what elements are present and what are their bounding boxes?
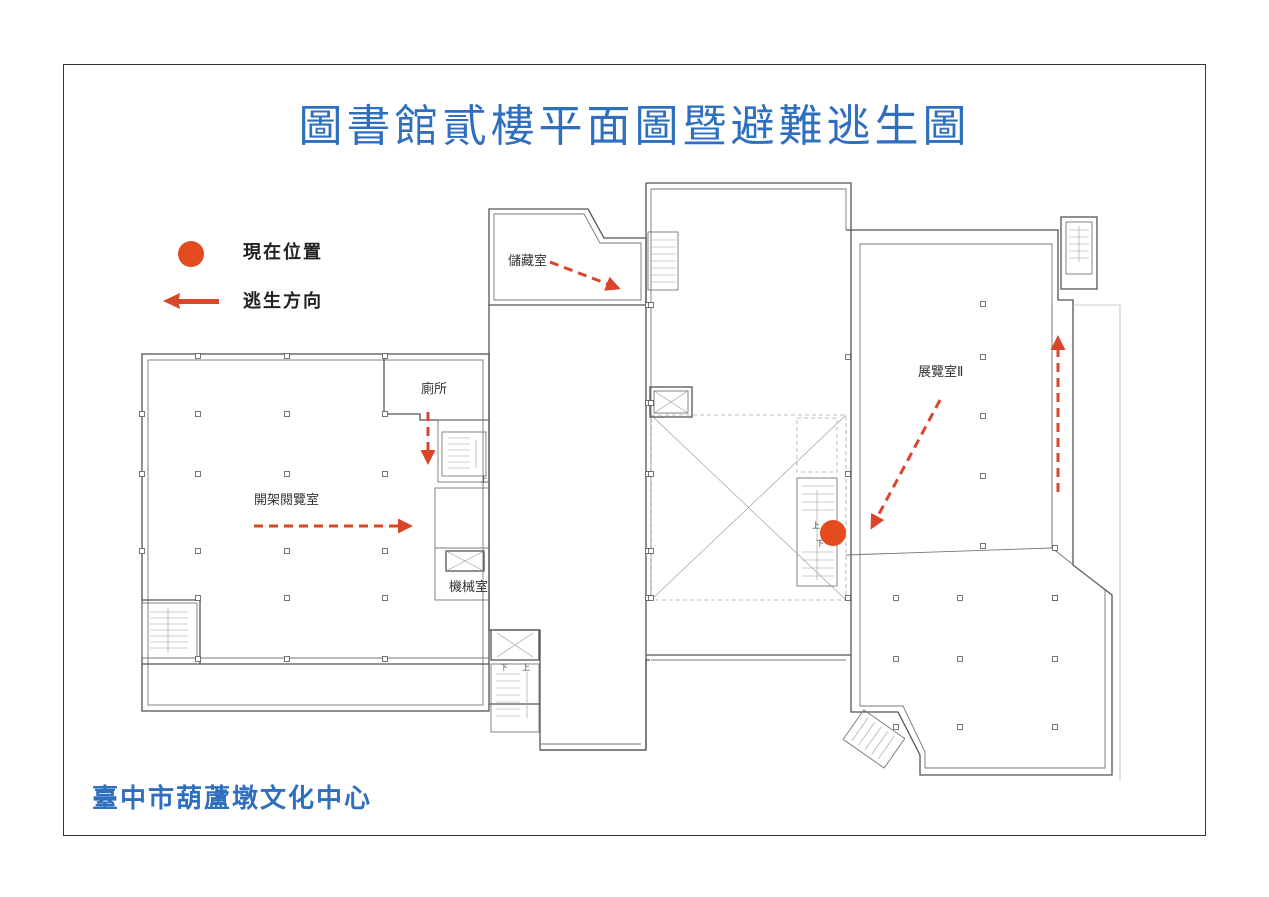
- legend-current-position: 現在位置: [243, 242, 323, 263]
- room-label-restroom: 廁所: [421, 381, 447, 397]
- map-frame: [63, 64, 1206, 836]
- structural-column: [284, 353, 290, 359]
- structural-column: [980, 413, 986, 419]
- structural-column: [284, 411, 290, 417]
- structural-column: [382, 595, 388, 601]
- structural-column: [648, 471, 654, 477]
- stair-up-label-restroom: 上: [480, 475, 488, 484]
- structural-column: [980, 543, 986, 549]
- structural-column: [382, 353, 388, 359]
- structural-column: [195, 471, 201, 477]
- footer-organization: 臺中市葫蘆墩文化中心: [92, 784, 373, 814]
- structural-column: [284, 595, 290, 601]
- structural-column: [284, 471, 290, 477]
- escape-route-exhibition: [870, 399, 942, 530]
- structural-column: [1052, 724, 1058, 730]
- structural-column: [382, 548, 388, 554]
- structural-column: [195, 595, 201, 601]
- structural-column: [648, 302, 654, 308]
- structural-column: [980, 473, 986, 479]
- stair-down-label-current: 下: [816, 539, 824, 548]
- structural-column: [980, 354, 986, 360]
- stair-up-label-bottom: 上: [522, 663, 530, 672]
- elevator-machine-room: [445, 550, 485, 572]
- structural-column: [382, 656, 388, 662]
- structural-column: [845, 471, 851, 477]
- structural-column: [195, 353, 201, 359]
- escape-route-storage: [549, 260, 621, 291]
- room-label-storage: 儲藏室: [508, 253, 547, 269]
- red-arrow-icon: [163, 293, 219, 309]
- structural-column: [980, 301, 986, 307]
- stair-bottom-center: 下 上: [490, 629, 540, 733]
- structural-column: [1052, 656, 1058, 662]
- center-wing: [488, 182, 852, 751]
- structural-column: [957, 595, 963, 601]
- structural-column: [382, 471, 388, 477]
- structural-column: [1052, 545, 1058, 551]
- structural-column: [893, 724, 899, 730]
- current-position-marker: [820, 520, 846, 546]
- structural-column: [893, 656, 899, 662]
- columns: [139, 301, 1058, 730]
- structural-column: [284, 656, 290, 662]
- stair-current-position: 上 下: [796, 417, 838, 587]
- structural-column: [957, 656, 963, 662]
- right-wing: [845, 229, 1121, 780]
- elevator-center: [649, 386, 693, 418]
- structural-column: [957, 724, 963, 730]
- stair-up-label-current: 上: [812, 521, 820, 530]
- page-title: 圖書館貳樓平面圖暨避難逃生圖: [298, 101, 971, 152]
- structural-column: [648, 548, 654, 554]
- stair-bottom-left: [141, 602, 198, 659]
- room-label-open-reading: 開架閱覽室: [254, 492, 319, 508]
- room-label-machine-room: 機械室: [449, 579, 488, 595]
- structural-column: [845, 354, 851, 360]
- stair-top-right: [1060, 216, 1098, 290]
- stair-down-label-bottom: 下: [500, 663, 508, 672]
- escape-routes: [254, 260, 1066, 534]
- structural-column: [195, 656, 201, 662]
- structural-column: [284, 548, 290, 554]
- structural-column: [195, 411, 201, 417]
- structural-column: [648, 400, 654, 406]
- structural-column: [845, 595, 851, 601]
- stair-bottom-right: [842, 709, 906, 769]
- structural-column: [195, 548, 201, 554]
- structural-column: [139, 471, 145, 477]
- legend-escape-direction: 逃生方向: [243, 291, 323, 312]
- structural-column: [893, 595, 899, 601]
- left-wing: [141, 353, 490, 712]
- stair-restroom: 上: [441, 431, 488, 484]
- structural-column: [139, 548, 145, 554]
- structural-column: [139, 411, 145, 417]
- stair-storage: [647, 231, 679, 291]
- structural-column: [648, 595, 654, 601]
- structural-column: [382, 411, 388, 417]
- structural-column: [1052, 595, 1058, 601]
- room-label-exhibition: 展覽室Ⅱ: [918, 364, 963, 380]
- red-dot-icon: [178, 241, 204, 267]
